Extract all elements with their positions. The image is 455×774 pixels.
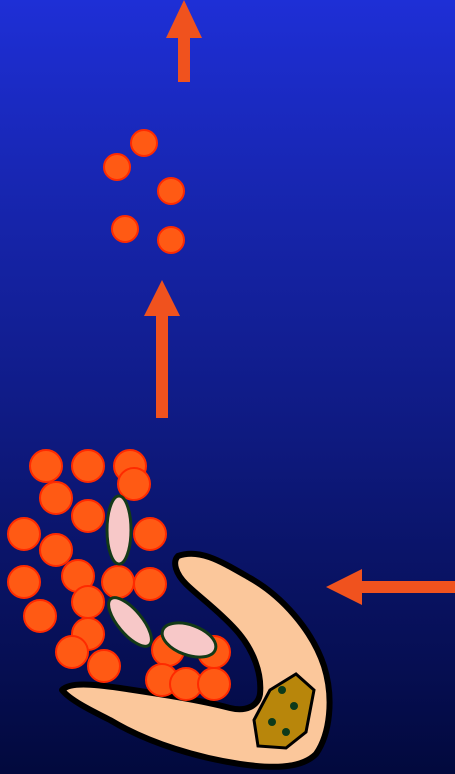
nucleus-dot [290, 702, 298, 710]
particle [8, 566, 40, 598]
particle [102, 566, 134, 598]
particle [134, 568, 166, 600]
nucleus-dot [268, 718, 276, 726]
particle [8, 518, 40, 550]
particle [56, 636, 88, 668]
particle [104, 154, 130, 180]
particle [72, 586, 104, 618]
nucleus-dot [282, 728, 290, 736]
particle [158, 178, 184, 204]
particle [72, 450, 104, 482]
particle [158, 227, 184, 253]
particle [40, 534, 72, 566]
particle [88, 650, 120, 682]
particle [118, 468, 150, 500]
particle [131, 130, 157, 156]
particle [30, 450, 62, 482]
ellipse-cell [107, 496, 131, 564]
particle [24, 600, 56, 632]
particle [134, 518, 166, 550]
nucleus-dot [278, 686, 286, 694]
particle [198, 668, 230, 700]
particle [40, 482, 72, 514]
particle [72, 500, 104, 532]
particle [112, 216, 138, 242]
